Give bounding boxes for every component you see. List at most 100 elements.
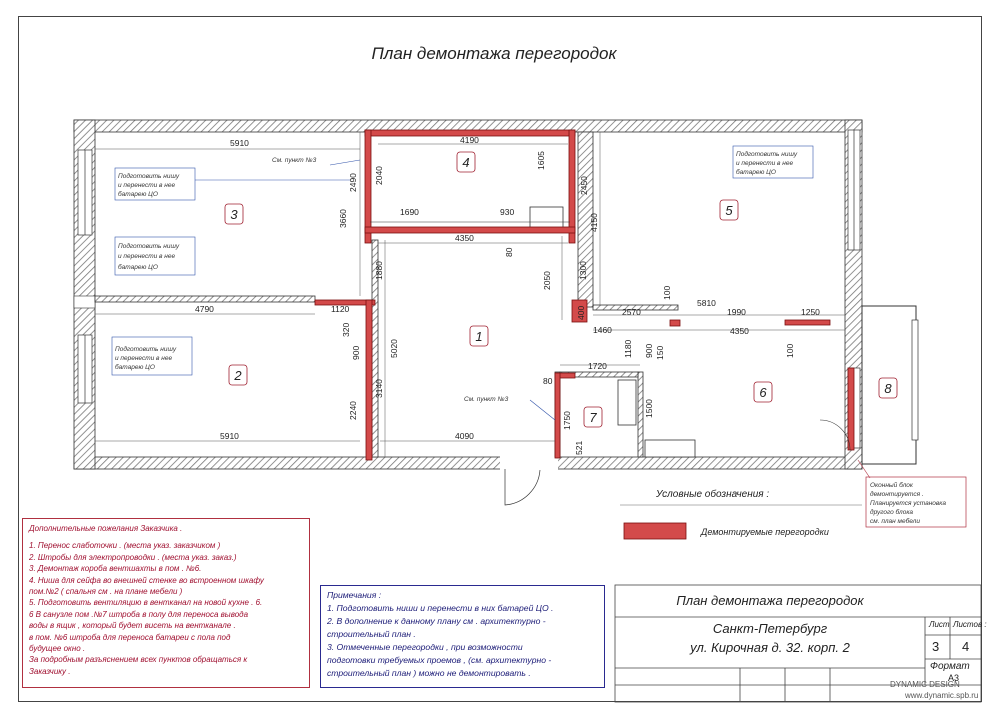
- dim-2050: 2050: [542, 271, 552, 290]
- dim-1880: 1880: [374, 261, 384, 280]
- dim-1460: 1460: [593, 325, 612, 335]
- request-line: воды в ящик , который будет висеть на ве…: [29, 621, 236, 631]
- legend-item-label: Демонтируемые перегородки: [701, 527, 829, 537]
- dim-150: 150: [655, 346, 665, 360]
- window-note-line2: демонтируется .: [870, 490, 924, 498]
- note-line: 1. Подготовить ниши и перенести в них ба…: [327, 603, 554, 613]
- stamp-format-label: Формат: [930, 661, 970, 672]
- customer-requests-box: Дополнительные пожелания Заказчика . 1. …: [22, 518, 310, 688]
- stamp-sheets-label: Листов :: [953, 620, 987, 629]
- request-line: 3. Демонтаж короба вентшахты в пом . №6.: [29, 564, 202, 574]
- dim-900-a: 900: [351, 346, 361, 360]
- request-line: 4. Ниша для сейфа во внешней стенке во в…: [29, 575, 264, 585]
- request-line: 1. Перенос слаботочки . (места указ. зак…: [29, 541, 221, 551]
- dim-320: 320: [341, 323, 351, 337]
- dim-80-b: 80: [543, 376, 553, 386]
- fixtures: [195, 159, 851, 451]
- see-item3-top: См. пункт №3: [272, 157, 317, 164]
- demolished-partitions: [314, 129, 855, 461]
- dim-2040: 2040: [374, 166, 384, 185]
- outer-walls: [73, 119, 863, 506]
- room-labels: 1 2 3 4 5 6 7 8: [224, 151, 898, 428]
- note-line: строительный план .: [327, 629, 416, 639]
- window-note-line3: Планируется установка: [870, 500, 946, 507]
- dim-1750: 1750: [562, 411, 572, 430]
- dim-1500: 1500: [644, 399, 654, 418]
- request-line: 2. Штробы для электропроводки . (места у…: [29, 552, 237, 562]
- dimension-lines: [95, 132, 845, 457]
- dim-4350-a: 4350: [455, 233, 474, 243]
- dim-1300: 1300: [578, 261, 588, 280]
- drawing-title: План демонтажа перегородок: [371, 44, 617, 63]
- request-line: пом.№2 ( спальня см . на плане мебели ): [29, 587, 183, 597]
- request-line: будущее окно .: [29, 644, 86, 654]
- request-line: 5. Подготовить вентиляцию в вентканал на…: [29, 598, 263, 608]
- dim-521: 521: [574, 441, 584, 455]
- room-7-label: 7: [589, 410, 597, 425]
- drawing-frame: [18, 16, 982, 702]
- dim-2570: 2570: [622, 307, 641, 317]
- stamp-sheets: 4: [962, 639, 970, 654]
- dim-5910-bot: 5910: [220, 431, 239, 441]
- title-block-grid: [614, 584, 982, 703]
- dim-5910-top: 5910: [230, 138, 249, 148]
- dim-900-b: 900: [644, 344, 654, 358]
- dim-4150: 4150: [589, 213, 599, 232]
- niche-note-4-line1: Подготовить нишу: [736, 150, 798, 158]
- dim-3660: 3660: [338, 209, 348, 228]
- niche-note-4-line2: и перенести в нее: [736, 160, 793, 167]
- dim-1605: 1605: [536, 151, 546, 170]
- dim-1180: 1180: [623, 339, 633, 358]
- requests-title: Дополнительные пожелания Заказчика .: [29, 524, 183, 533]
- dim-400: 400: [576, 306, 586, 320]
- stamp-address: ул. Кирочная д. 32. корп. 2: [690, 640, 850, 655]
- niche-note-2-line1: Подготовить нишу: [118, 242, 180, 250]
- legend-swatch: [623, 522, 687, 540]
- niche-note-4-line3: батарею ЦО: [736, 168, 776, 176]
- dim-80-a: 80: [504, 247, 514, 257]
- dim-4790: 4790: [195, 304, 214, 314]
- note-line: подготовки требуемых проемов , (см. архи…: [327, 655, 552, 665]
- room-3-label: 3: [230, 207, 238, 222]
- dim-2490: 2490: [348, 173, 358, 192]
- brand-name: DYNAMIC DESIGN: [890, 680, 960, 689]
- dim-1250: 1250: [801, 307, 820, 317]
- dim-1720: 1720: [588, 361, 607, 371]
- annotations: См. пункт №3 См. пункт №3 Подготовить ни…: [111, 145, 967, 528]
- window-note-line1: Оконный блок: [870, 481, 914, 489]
- dim-100-a: 100: [662, 286, 672, 300]
- dim-1120: 1120: [331, 304, 350, 314]
- dim-4350-b: 4350: [730, 326, 749, 336]
- niche-note-2-line2: и перенести в нее: [118, 253, 175, 260]
- notes-box: Примечания : 1. Подготовить ниши и перен…: [320, 585, 605, 688]
- window-note-line4: другого блока: [870, 508, 913, 516]
- note-line: строительный план ) можно не демонтирова…: [327, 668, 531, 678]
- niche-note-1-line3: батарею ЦО: [118, 190, 158, 198]
- stamp-sheet: 3: [932, 639, 940, 654]
- niche-note-2-line3: батарею ЦО: [118, 263, 158, 271]
- notes-title: Примечания :: [327, 590, 382, 600]
- niche-note-1-line1: Подготовить нишу: [118, 172, 180, 180]
- room-1-label: 1: [475, 329, 482, 344]
- stamp-sheet-label: Лист: [929, 620, 950, 629]
- stamp-city: Санкт-Петербург: [712, 621, 828, 636]
- request-line: За подробным разъяснением всех пунктов о…: [29, 655, 248, 665]
- dim-4190: 4190: [460, 135, 479, 145]
- room-6-label: 6: [759, 385, 767, 400]
- request-line: Заказчику .: [29, 666, 71, 676]
- dim-2240: 2240: [348, 401, 358, 420]
- niche-note-1-line2: и перенести в нее: [118, 182, 175, 189]
- note-line: 2. В дополнение к данному плану см . арх…: [327, 616, 546, 626]
- room-2-label: 2: [233, 368, 242, 383]
- see-item3-bottom: См. пункт №3: [464, 396, 509, 403]
- stamp-format: А3: [948, 673, 960, 683]
- legend: [620, 504, 862, 540]
- dim-2450: 2450: [579, 176, 589, 195]
- balcony: [861, 305, 919, 465]
- note-line: 3. Отмеченные перегородки , при возможно…: [327, 642, 523, 652]
- dim-1690: 1690: [400, 207, 419, 217]
- request-line: 6 В санузле пом .№7 штроба в полу для пе…: [29, 609, 249, 619]
- dim-930: 930: [500, 207, 514, 217]
- room-8-label: 8: [884, 381, 892, 396]
- window-note-line5: см. план мебели: [870, 517, 920, 525]
